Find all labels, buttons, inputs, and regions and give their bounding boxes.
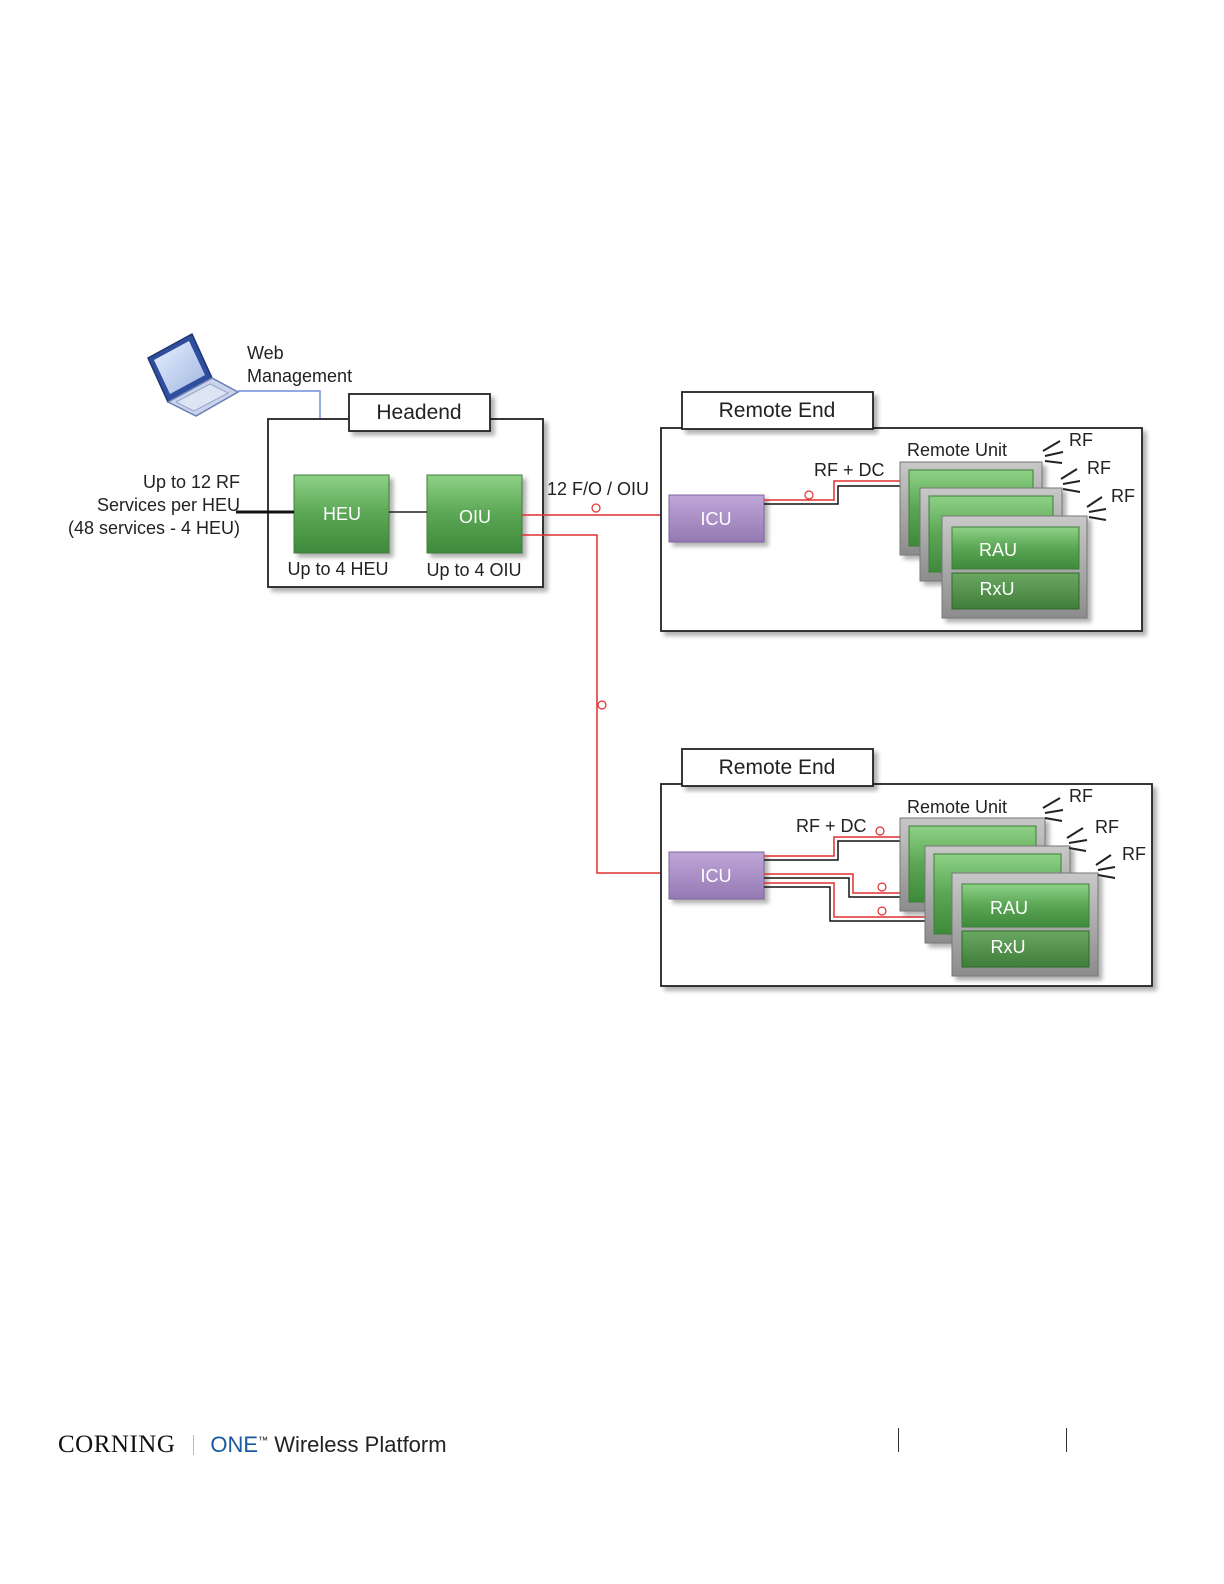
rf-dc-connector xyxy=(876,827,884,835)
remote-end-1-title: Remote End xyxy=(719,399,836,422)
heu-caption: Up to 4 HEU xyxy=(287,559,388,579)
rf-services-line1: Up to 12 RF xyxy=(143,472,240,492)
rf-services-line2: Services per HEU xyxy=(97,495,240,515)
rau-label-2: RAU xyxy=(990,898,1028,918)
footer-divider xyxy=(193,1435,194,1455)
corning-logo: CORNING xyxy=(58,1431,175,1459)
rf-label: RF xyxy=(1095,817,1119,837)
rf-dc-connector xyxy=(805,491,813,499)
heu-label: HEU xyxy=(323,504,361,524)
remote-end-2-title: Remote End xyxy=(719,756,836,779)
icu-label-2: ICU xyxy=(701,866,732,886)
oiu-caption: Up to 4 OIU xyxy=(426,560,521,580)
icu-label-1: ICU xyxy=(701,509,732,529)
rf-dc-label-1: RF + DC xyxy=(814,460,885,480)
oiu-label: OIU xyxy=(459,507,491,527)
fiber-link-remote-2 xyxy=(522,535,669,873)
rf-label: RF xyxy=(1122,844,1146,864)
web-management-label-line2: Management xyxy=(247,366,352,386)
rf-dc-connector xyxy=(878,883,886,891)
rf-label: RF xyxy=(1087,458,1111,478)
rf-label: RF xyxy=(1069,430,1093,450)
rf-services-line3: (48 services - 4 HEU) xyxy=(68,518,240,538)
rxu-label-2: RxU xyxy=(991,937,1026,957)
rf-dc-connector xyxy=(878,907,886,915)
product-prefix: ONE xyxy=(210,1432,258,1457)
product-name: ONE™ Wireless Platform xyxy=(210,1432,446,1458)
fiber-connector xyxy=(598,701,606,709)
fiber-label: 12 F/O / OIU xyxy=(547,479,649,499)
rf-label: RF xyxy=(1111,486,1135,506)
trademark: ™ xyxy=(258,1436,268,1447)
web-management-label-line1: Web xyxy=(247,343,284,363)
rau-label-1: RAU xyxy=(979,540,1017,560)
rf-dc-label-2: RF + DC xyxy=(796,816,867,836)
footer-rule xyxy=(1066,1428,1067,1452)
product-suffix: Wireless Platform xyxy=(268,1432,446,1457)
laptop-icon xyxy=(148,334,238,416)
remote-unit-label-2: Remote Unit xyxy=(907,797,1007,817)
rf-label: RF xyxy=(1069,786,1093,806)
page-footer: CORNING ONE™ Wireless Platform xyxy=(58,1428,447,1462)
rxu-label-1: RxU xyxy=(980,579,1015,599)
footer-rule xyxy=(898,1428,899,1452)
fiber-connector xyxy=(592,504,600,512)
remote-unit-label-1: Remote Unit xyxy=(907,440,1007,460)
headend-title: Headend xyxy=(376,401,461,424)
